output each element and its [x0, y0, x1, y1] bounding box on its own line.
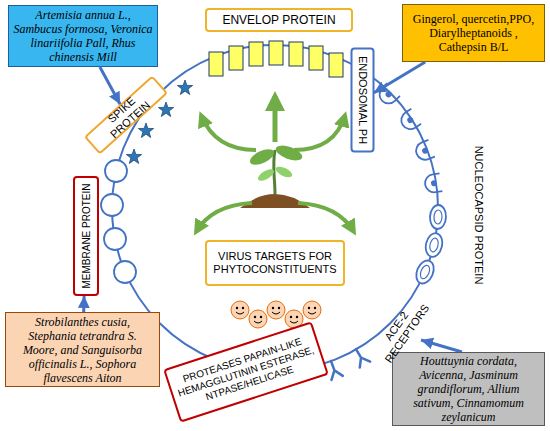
face-eye [260, 316, 262, 318]
soil-mound [240, 194, 310, 208]
spike-star [158, 102, 173, 116]
face-eye [296, 316, 298, 318]
nucleocapsid-inner [434, 210, 443, 224]
nucleocapsid-outline [413, 258, 437, 286]
nucleocapsid-inner [429, 237, 440, 252]
endosome-outline [376, 83, 400, 107]
nucleocapsid-shape [429, 205, 446, 230]
node-text: Gingerol, quercetin,PPO, Diarylheptanoid… [407, 12, 540, 54]
plant-source-box: Houttuynia cordata, Avicenna, Jasminum g… [392, 352, 545, 426]
smiley-face [303, 301, 321, 319]
pointer-arrow [421, 340, 462, 352]
node-text: PROTEASES PAPAIN-LIKE HEMAGGLUTININ ESTE… [171, 332, 321, 411]
smiley-face [249, 310, 267, 328]
target-box: PROTEASES PAPAIN-LIKE HEMAGGLUTININ ESTE… [163, 321, 329, 422]
receptor-symbol [325, 359, 342, 380]
face-circle [249, 310, 267, 328]
nucleocapsid-inner [419, 264, 432, 280]
membrane-protein-circle [104, 228, 126, 250]
face-eye [254, 316, 256, 318]
envelope-protein-block [269, 41, 283, 65]
endosome-shape [414, 140, 435, 163]
plant-leaf [256, 167, 276, 183]
receptor-symbol [351, 346, 370, 368]
endosome-core [431, 180, 438, 187]
face-smile [272, 312, 280, 314]
arrow-connector [374, 62, 425, 93]
spike-star [138, 123, 153, 137]
green-arrow [294, 115, 345, 150]
membrane-protein-circle [101, 194, 123, 216]
node-text: Artemisia annua L., Sambucus formosa, Ve… [13, 8, 153, 64]
nucleocapsid-outline [429, 205, 446, 230]
endosome-shape [424, 173, 443, 193]
target-label: NUCLEOCAPSID PROTEIN [472, 130, 485, 300]
membrane-protein-circle [114, 261, 136, 283]
face-eye [314, 307, 316, 309]
endosome-shape [376, 83, 400, 107]
face-eye [308, 307, 310, 309]
envelope-protein-block [249, 42, 263, 66]
arrow-connector [100, 67, 120, 104]
envelope-protein-block [209, 52, 223, 76]
face-eye [272, 307, 274, 309]
envelope-protein-block [289, 42, 303, 66]
green-arrow [201, 115, 256, 150]
plant-source-box: Strobilanthes cusia, Stephania tetrandra… [5, 312, 160, 387]
plant-leaf [274, 165, 294, 180]
node-text: Strobilanthes cusia, Stephania tetrandra… [10, 315, 155, 385]
spike-star [177, 80, 192, 94]
plant-leaf [274, 143, 304, 164]
face-eye [278, 307, 280, 309]
central-target-box: VIRUS TARGETS FOR PHYTOCONSTITUENTS [205, 240, 345, 286]
envelope-protein-block [229, 46, 243, 70]
arrow-connector [82, 296, 85, 312]
nucleocapsid-shape [424, 232, 445, 259]
endosome-outline [414, 140, 435, 163]
nucleocapsid-shape [413, 258, 437, 286]
face-eye [236, 307, 238, 309]
smiley-face [267, 301, 285, 319]
face-eye [242, 307, 244, 309]
plant-source-box: Gingerol, quercetin,PPO, Diarylheptanoid… [402, 4, 545, 62]
endosome-core [384, 90, 392, 98]
node-text: VIRUS TARGETS FOR PHYTOCONSTITUENTS [211, 250, 339, 276]
endosome-outline [398, 109, 421, 133]
envelope-protein-block [329, 53, 343, 77]
endosome-core [421, 147, 429, 155]
target-box: ENVELOP PROTEIN [205, 8, 353, 32]
green-arrow [273, 96, 278, 142]
node-text: ENDOSOMAL PH [356, 56, 369, 144]
endosome-shape [398, 109, 421, 133]
target-box: MEMBRANE PROTEIN [73, 176, 99, 296]
face-eye [290, 316, 292, 318]
endosome-outline [424, 173, 443, 193]
face-circle [303, 301, 321, 319]
green-arrow [196, 203, 252, 232]
spike-star [126, 149, 141, 163]
endosome-core [406, 116, 414, 124]
face-smile [308, 312, 316, 314]
face-circle [267, 301, 285, 319]
node-text: MEMBRANE PROTEIN [80, 184, 93, 289]
smiley-face [231, 301, 249, 319]
membrane-protein-circle [105, 160, 127, 182]
nucleocapsid-outline [424, 232, 445, 259]
face-smile [290, 321, 298, 323]
face-smile [254, 321, 262, 323]
envelope-protein-block [309, 46, 323, 70]
node-text: ENVELOP PROTEIN [222, 14, 335, 27]
plant-source-box: Artemisia annua L., Sambucus formosa, Ve… [8, 5, 158, 67]
face-smile [236, 312, 244, 314]
target-box: ENDOSOMAL PH [350, 48, 374, 153]
node-text: Houttuynia cordata, Avicenna, Jasminum g… [397, 354, 540, 424]
green-arrow [298, 203, 354, 232]
face-circle [231, 301, 249, 319]
